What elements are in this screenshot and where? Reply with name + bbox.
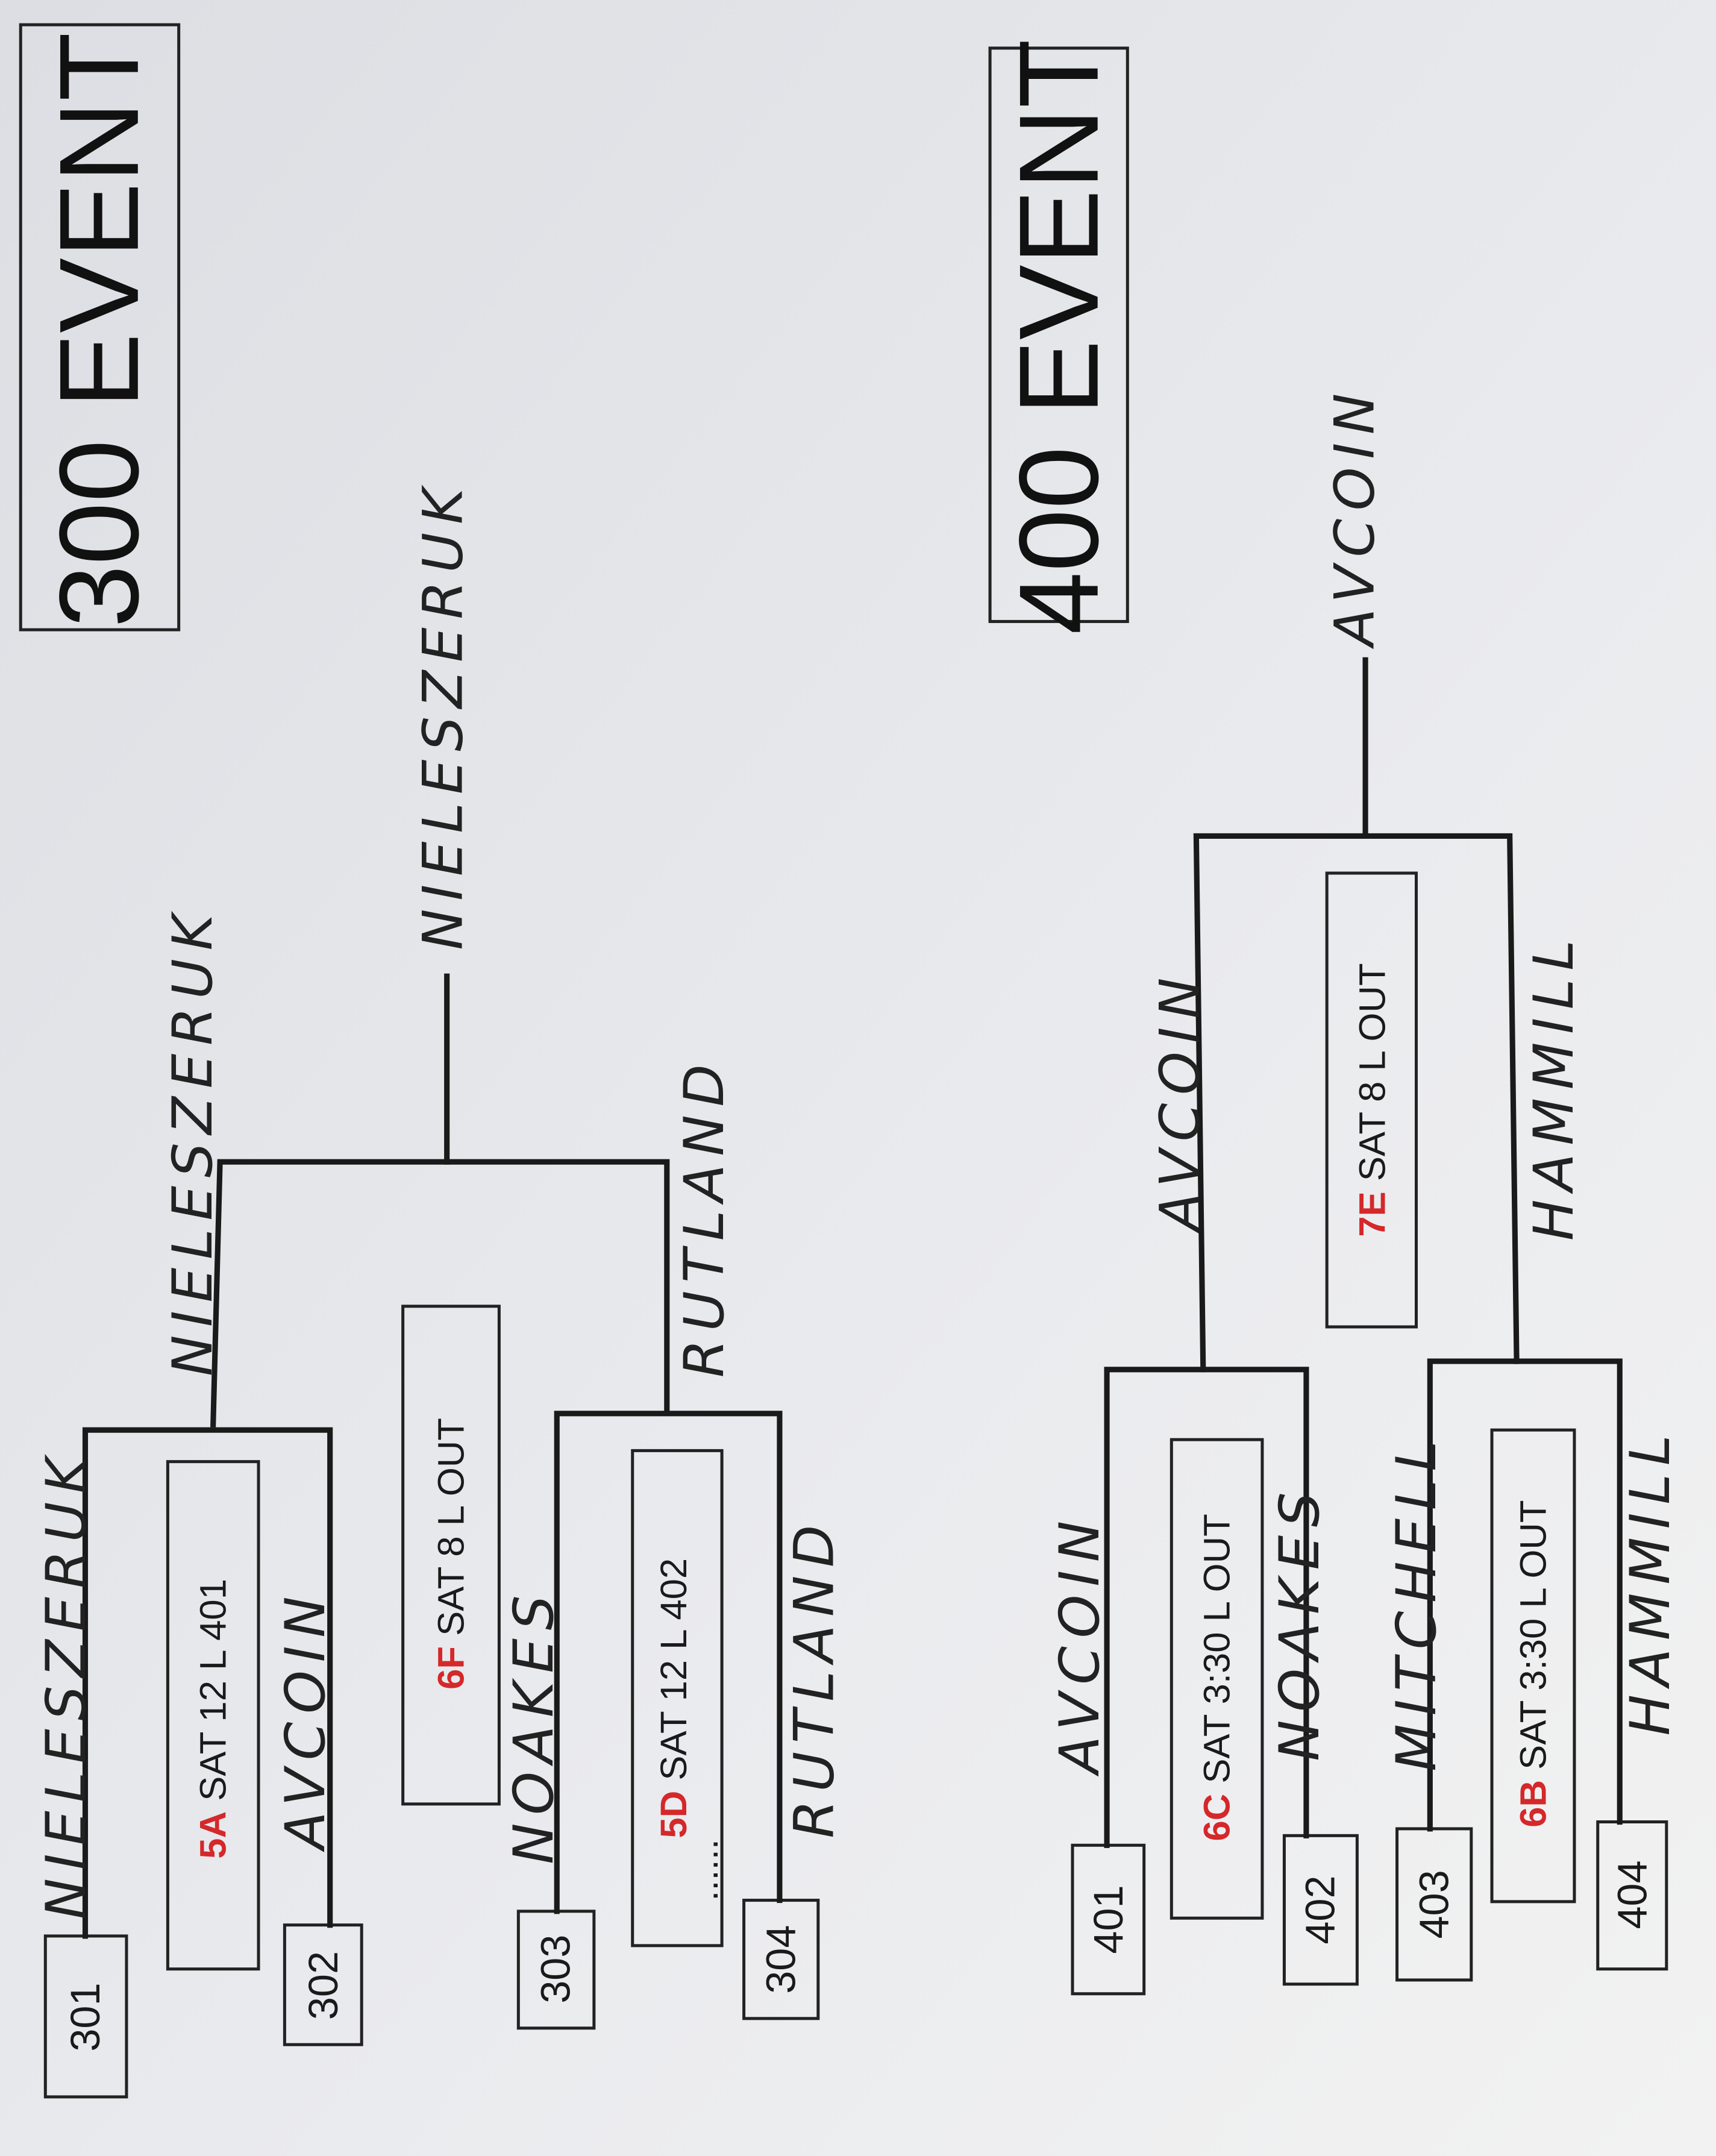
match-box [166,1460,260,1971]
bracket-line [210,1159,670,1427]
player-name: AVCOIN [1147,970,1212,1233]
match-info: 6C SAT 3:30 L OUT [1196,1514,1238,1841]
winner-name: NIELESZERUK [410,480,475,950]
match-box [631,1449,724,1948]
seed-number: 404 [1609,1860,1655,1929]
match-box [401,1305,501,1806]
seed-number: 403 [1411,1870,1458,1938]
seed-number: 301 [62,1982,108,2051]
player-name: NIELESZERUK [160,906,225,1376]
player-name: RUTLAND [781,1517,846,1838]
match-note: ...... [684,1839,726,1901]
seed-number: 304 [758,1925,804,1994]
bracket-line [1104,1367,1309,1848]
player-name: AVCOIN [1047,1512,1112,1776]
player-name: RUTLAND [672,1056,736,1378]
seed-box [1395,1827,1473,1982]
seed-box [283,1923,363,2046]
player-name: AVCOIN [273,1588,337,1852]
bracket-line [1193,833,1520,1373]
event-title: 300 EVENT [36,33,162,628]
bracket-line [1427,1358,1623,1832]
seed-number: 303 [532,1935,578,2004]
player-name: NIELESZERUK [34,1449,98,1919]
seed-number: 401 [1085,1885,1132,1954]
event-300: 300 EVENT 301 302 303 304 5A SAT 12 L 40… [19,23,846,2099]
seed-box [1596,1820,1668,1971]
player-name: HAMMILL [1521,932,1586,1241]
match-info: 6F SAT 8 L OUT [430,1418,472,1690]
match-box [1490,1428,1576,1904]
player-name: NOAKES [501,1587,566,1864]
match-box [1325,871,1418,1329]
bracket-line [82,1427,333,1939]
seed-box [1282,1834,1359,1986]
player-name: HAMMILL [1618,1427,1682,1736]
event-title-box [19,23,181,631]
match-box [1170,1438,1264,1920]
seed-number: 402 [1297,1875,1343,1944]
event-title-box [988,46,1129,623]
player-name: NOAKES [1267,1484,1332,1761]
event-title: 400 EVENT [996,39,1122,635]
match-info: 5A SAT 12 L 401 [192,1579,234,1859]
match-info: 5D SAT 12 L 402 [653,1558,695,1838]
seed-number: 302 [300,1951,346,2020]
winner-name: AVCOIN [1322,385,1386,649]
match-info: 6B SAT 3:30 L OUT [1512,1500,1554,1827]
player-name: MITCHELL [1384,1432,1448,1772]
match-info: 7E SAT 8 L OUT [1351,963,1393,1236]
event-400: 400 EVENT 401 402 403 404 6C SAT 3:30 L … [988,39,1682,1996]
